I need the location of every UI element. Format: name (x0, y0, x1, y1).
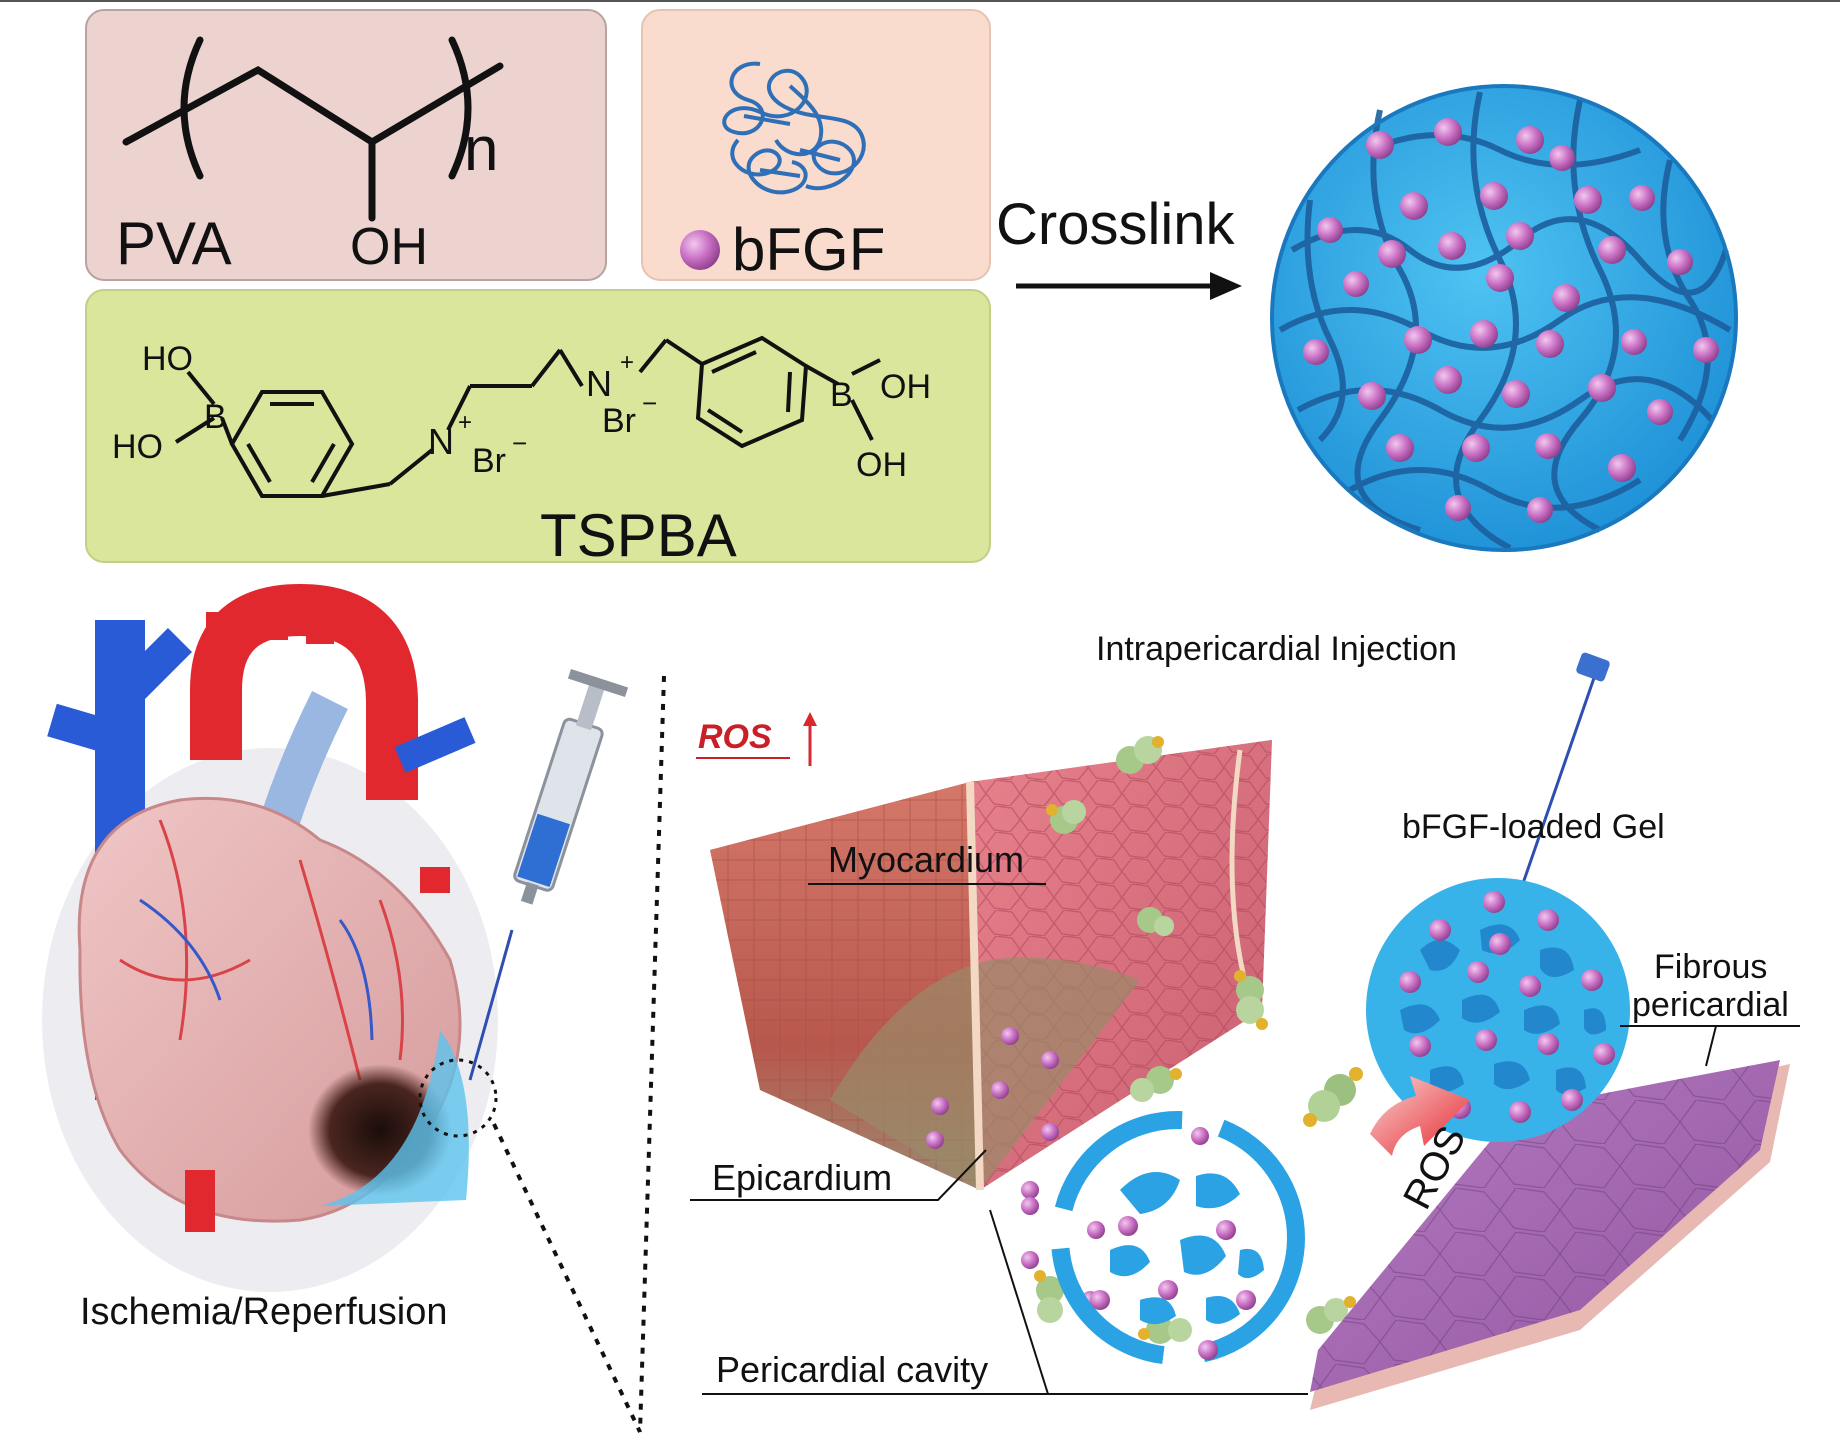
pulmonary-trunk (261, 691, 348, 827)
heart-illustration (42, 583, 498, 1292)
gel-label: bFGF-loaded Gel (1402, 808, 1665, 846)
magnify-line-lower (492, 1123, 642, 1433)
ros-up-arrowhead-icon (803, 712, 817, 726)
injected-gel-layer (320, 1030, 469, 1206)
ros-indicator-label: ROS (698, 718, 772, 756)
degraded-gel-ring (1051, 1111, 1305, 1365)
bfgf-label: bFGF (732, 216, 885, 283)
tspba-structure (174, 335, 881, 498)
coronary-veins (139, 898, 374, 1041)
myocardium-label: Myocardium (828, 839, 1024, 880)
tissue-edge-highlight (966, 781, 984, 1191)
tspba-n1: N (428, 421, 454, 462)
degraded-gel-fragments (1110, 1172, 1264, 1325)
ros-arrow-icon (1370, 1076, 1470, 1156)
heart-caption: Ischemia/Reperfusion (80, 1291, 448, 1333)
bfgf-protein-ribbon-icon (722, 61, 866, 195)
tspba-box: HO HO B N + Br − N + Br − B OH OH TSPBA (85, 289, 991, 569)
gel-bfgf-beads (1303, 118, 1719, 523)
tspba-n2-charge: + (620, 349, 634, 376)
bfgf-box: bFGF (641, 9, 991, 283)
pva-label: PVA (116, 210, 232, 277)
crosslinked-gel-sphere (1270, 84, 1738, 552)
injection-needle-icon (1518, 652, 1610, 893)
fibrous-pointer-line (1705, 1025, 1717, 1067)
tspba-right-bottom-oh: OH (856, 446, 907, 484)
tspba-n2-counterion: Br (602, 402, 636, 440)
dotted-divider (638, 675, 666, 1433)
pva-box: n PVA OH (85, 9, 607, 281)
tspba-left-boron: B (204, 398, 227, 436)
tspba-right-top-oh: OH (880, 368, 931, 406)
ros-increase-indicator: ROS (696, 712, 817, 766)
pulmonary-vein (394, 717, 476, 773)
bfgf-bead-icon (680, 230, 720, 270)
aorta-branch-1 (206, 612, 234, 656)
syringe-icon (468, 668, 629, 1081)
tspba-n1-anion-charge: − (512, 428, 527, 458)
degraded-gel (1051, 1111, 1305, 1365)
gel-sphere-body (1272, 86, 1736, 550)
crosslink-arrow-head-icon (1210, 272, 1242, 300)
pva-subscript: n (464, 115, 498, 184)
tspba-left-top-oh: HO (142, 340, 193, 378)
tspba-n1-counterion: Br (472, 442, 506, 480)
tspba-right-boron: B (830, 376, 853, 414)
cavity-pointer-line (989, 1209, 1049, 1395)
epicardium-layer (830, 957, 1140, 1190)
ros-molecules (1034, 736, 1363, 1344)
myocardium-block (710, 740, 1272, 1309)
pericardium-sheet-texture (1310, 1060, 1780, 1392)
degraded-gel-beads (1090, 1216, 1256, 1360)
magnify-region-circle (418, 1058, 498, 1138)
vein-branch-left (47, 703, 125, 757)
vein-branch-right (107, 627, 193, 713)
tspba-n2: N (586, 363, 612, 404)
crosslink-arrow: Crosslink (996, 192, 1242, 300)
fibrous-pericardium-sheet (1310, 1060, 1790, 1410)
injection-label: Intrapericardial Injection (1096, 630, 1457, 668)
coronary-arteries (119, 819, 404, 1081)
tspba-n1-charge: + (458, 409, 472, 436)
intact-bfgf-gel (1366, 878, 1630, 1142)
gel-sphere-outline (1270, 84, 1738, 552)
pva-structure (122, 36, 504, 222)
aorta-branch-3 (306, 604, 334, 644)
crosslink-label: Crosslink (996, 192, 1235, 257)
epicardium-label-line (690, 1149, 987, 1201)
pericardial-cavity-label: Pericardial cavity (716, 1349, 988, 1390)
fibrous-label-line2: pericardial (1632, 986, 1789, 1024)
intact-gel-beads (1399, 891, 1615, 1123)
epicardium-label: Epicardium (712, 1157, 892, 1198)
tspba-left-bottom-oh: HO (112, 428, 163, 466)
fibrous-label-line1: Fibrous (1654, 948, 1767, 986)
tspba-n2-anion-charge: − (642, 388, 657, 418)
tspba-label: TSPBA (540, 502, 737, 569)
pva-oh-label: OH (350, 218, 428, 276)
aorta-branch-2 (260, 600, 288, 640)
